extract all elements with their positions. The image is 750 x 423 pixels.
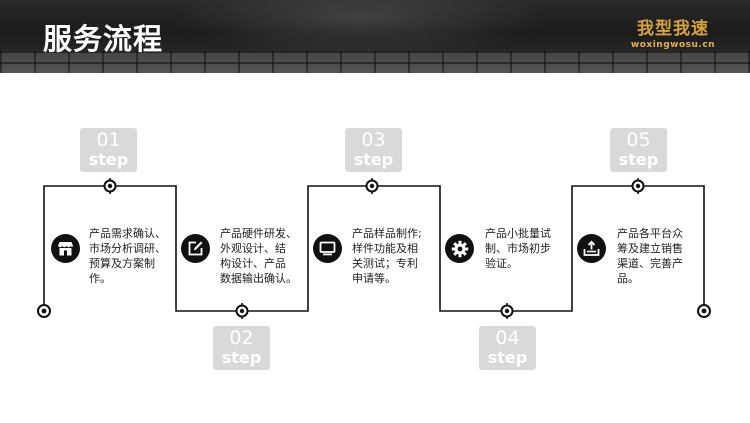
step-number: 03 (361, 129, 386, 151)
store-icon (51, 234, 80, 263)
logo-subtext: woxingwosu.cn (630, 40, 716, 50)
step-description-04: 产品小批量试 制、市场初步 验证。 (485, 227, 551, 270)
step-node-03 (365, 178, 379, 194)
step-label: step (221, 348, 262, 367)
step-badge-05: 05 step (610, 128, 667, 172)
gear-icon (445, 234, 474, 263)
edit-icon (181, 234, 210, 263)
step-node-04 (500, 303, 514, 319)
step-label: step (88, 150, 129, 169)
step-badge-03: 03 step (345, 128, 402, 172)
step-number: 04 (495, 327, 520, 349)
upload-tray-icon (577, 234, 606, 263)
step-label: step (353, 150, 394, 169)
page-title: 服务流程 (43, 22, 164, 56)
logo-text: 我型我速 (637, 19, 709, 39)
step-badge-04: 04 step (479, 326, 536, 370)
step-description-03: 产品样品制作; 样件功能及相 关测试；专利 申请等。 (352, 227, 422, 285)
step-node-02 (235, 303, 249, 319)
step-badge-01: 01 step (80, 128, 137, 172)
end-node-left (37, 304, 51, 318)
step-number: 01 (96, 129, 121, 151)
monitor-icon (313, 234, 342, 263)
step-node-01 (103, 178, 117, 194)
end-node-right (697, 304, 711, 318)
step-label: step (487, 348, 528, 367)
header-glow (170, 0, 550, 60)
step-description-01: 产品需求确认、 市场分析调研、 预算及方案制 作。 (89, 227, 166, 285)
step-node-05 (631, 178, 645, 194)
step-label: step (618, 150, 659, 169)
step-description-05: 产品各平台众 筹及建立销售 渠道、完善产 品。 (617, 227, 683, 285)
step-description-02: 产品硬件研发、 外观设计、结 构设计、产品 数据输出确认。 (220, 227, 297, 285)
header-brick-texture (0, 51, 750, 73)
step-number: 05 (626, 129, 651, 151)
brand-logo: 我型我速 woxingwosu.cn (623, 20, 723, 50)
step-number: 02 (229, 327, 254, 349)
step-badge-02: 02 step (213, 326, 270, 370)
header-banner: 服务流程 我型我速 woxingwosu.cn (0, 0, 750, 73)
